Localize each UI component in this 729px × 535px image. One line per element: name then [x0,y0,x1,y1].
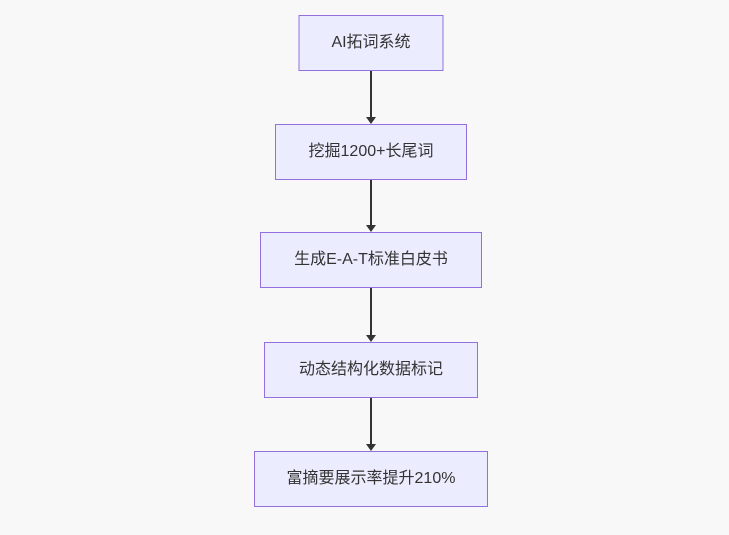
flowchart-node-ai-word-expansion-system: AI拓词系统 [298,15,444,71]
node-label: 富摘要展示率提升210% [286,470,456,487]
node-label: 动态结构化数据标记 [298,361,443,378]
flowchart-node-rich-snippet-rate-increase: 富摘要展示率提升210% [254,451,488,507]
arrow-head-icon [366,225,376,232]
arrow-connector-4 [366,398,376,451]
arrow-head-icon [366,335,376,342]
arrow-connector-3 [366,288,376,342]
arrow-connector-2 [366,180,376,232]
arrow-head-icon [366,117,376,124]
arrow-line [370,398,372,444]
flowchart-node-dynamic-structured-data-markup: 动态结构化数据标记 [264,342,478,398]
arrow-line [370,71,372,117]
node-label: 生成E-A-T标准白皮书 [294,251,448,268]
flowchart-node-generate-eat-whitepaper: 生成E-A-T标准白皮书 [260,232,482,288]
arrow-head-icon [366,444,376,451]
arrow-line [370,288,372,335]
arrow-line [370,180,372,225]
flowchart-node-mine-longtail-keywords: 挖掘1200+长尾词 [275,124,467,180]
arrow-connector-1 [366,71,376,124]
node-label: AI拓词系统 [331,34,411,51]
node-label: 挖掘1200+长尾词 [308,143,434,160]
